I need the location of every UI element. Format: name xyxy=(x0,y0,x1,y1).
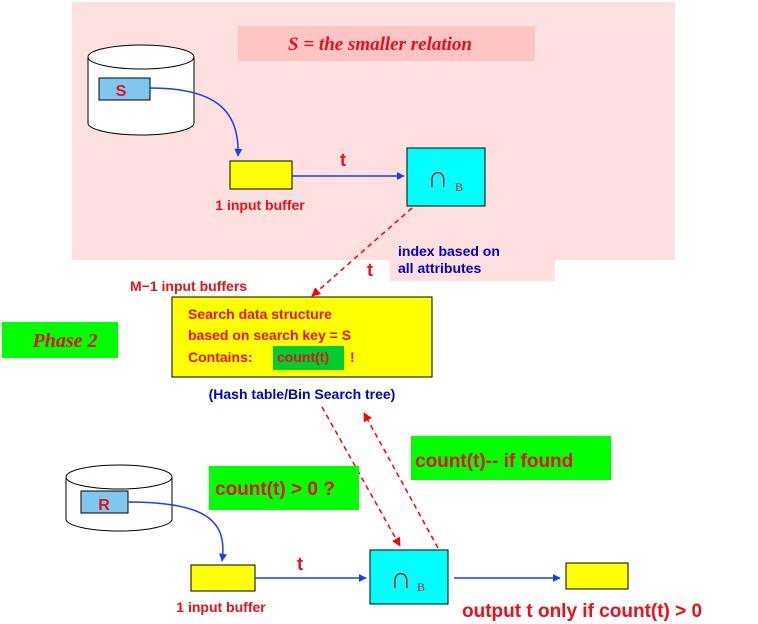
title-banner xyxy=(238,26,535,61)
s-to-buffer-arrow xyxy=(149,87,243,157)
phase1-intersect-icon: ∩ xyxy=(427,161,449,194)
phase1-operator-subscript: B xyxy=(455,180,463,194)
count-highlight-text: count(t) xyxy=(277,349,329,365)
index-note-line2: all attributes xyxy=(398,260,481,276)
search-structure-caption: (Hash table/Bin Search tree) xyxy=(209,386,396,402)
phase2-buffer-label: 1 input buffer xyxy=(176,599,266,615)
build-arrow xyxy=(311,207,413,297)
probe-label: count(t) > 0 ? xyxy=(215,479,335,500)
build-tuple-label: t xyxy=(367,260,373,280)
phase2-input-buffer xyxy=(190,564,256,592)
phase2-intersect-icon: ∩ xyxy=(390,562,412,595)
index-note-box xyxy=(390,240,555,281)
probe-label-box xyxy=(209,466,359,510)
relation-s-box xyxy=(98,77,151,101)
phase2-intersect-operator xyxy=(369,549,449,605)
update-arrow xyxy=(363,412,439,549)
phase2-label: Phase 2 xyxy=(32,330,98,352)
decrement-label-box xyxy=(411,436,611,480)
phase1-tuple-label: t xyxy=(340,150,346,170)
search-structure-line2: based on search key = S xyxy=(188,327,351,343)
relation-r-label: R xyxy=(98,497,110,514)
r-to-buffer-arrow xyxy=(127,501,227,562)
relation-s-label: S xyxy=(116,83,127,100)
phase1-title: S = the smaller relation xyxy=(288,34,472,55)
phase2-tuple-label: t xyxy=(297,554,303,574)
decrement-label: count(t)-- if found xyxy=(415,451,573,472)
search-structure-line3-suffix: ! xyxy=(350,349,355,365)
output-buffer xyxy=(565,562,629,590)
phase2-tag xyxy=(2,322,118,358)
phase2-operator-subscript: B xyxy=(417,580,425,594)
search-structure-line3-prefix: Contains: xyxy=(188,349,253,365)
buffers-label: M−1 input buffers xyxy=(130,278,247,294)
search-structure-line1: Search data structure xyxy=(188,306,332,322)
index-note-line1: index based on xyxy=(398,243,500,259)
phase1-intersect-operator xyxy=(406,147,486,207)
count-highlight xyxy=(273,346,344,370)
output-label: output t only if count(t) > 0 xyxy=(462,601,702,622)
phase1-input-buffer xyxy=(229,160,293,190)
phase1-buffer-label: 1 input buffer xyxy=(215,197,305,213)
